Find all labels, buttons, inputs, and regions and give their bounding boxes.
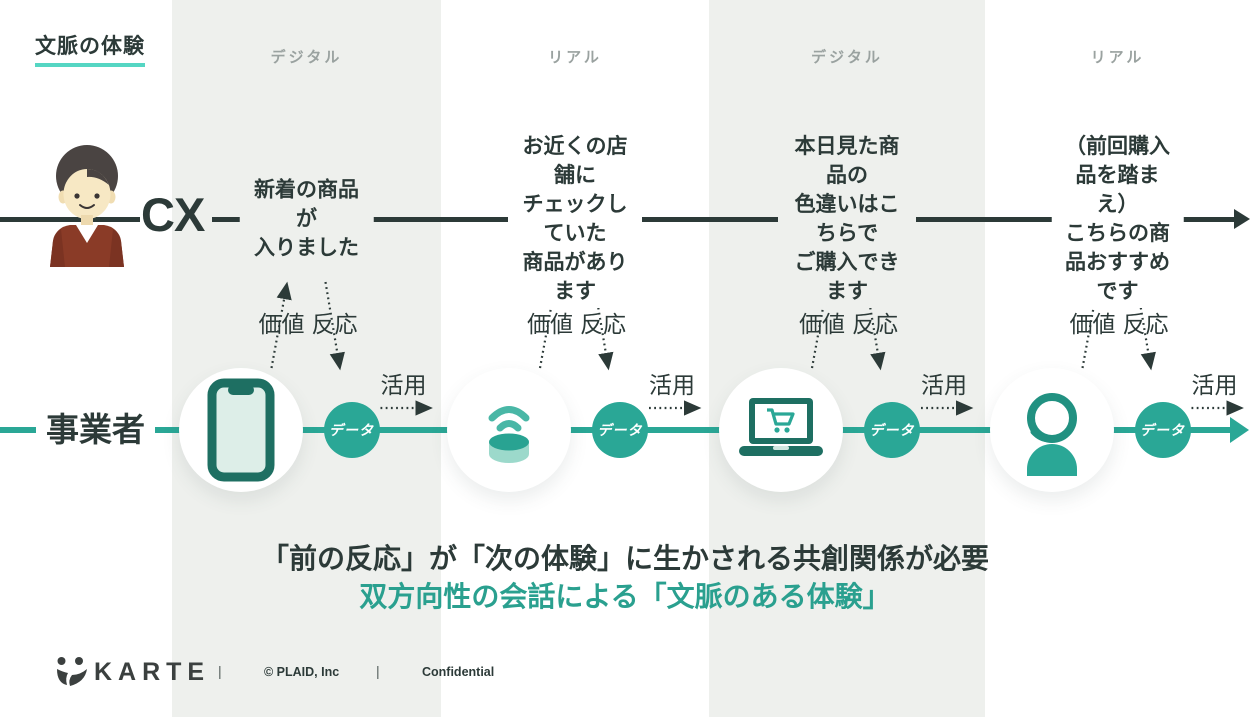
usage-label-3: 活用: [921, 372, 967, 398]
cx-timeline-arrowhead: [1234, 209, 1250, 229]
footer-separator: |: [376, 663, 380, 679]
reaction-label-1: 反応: [311, 311, 358, 337]
value-label-1: 価値: [258, 311, 305, 337]
business-timeline-arrowhead: [1230, 417, 1249, 443]
touchpoint-circle-smartphone: [178, 368, 303, 492]
cx-message-1: 新着の商品が 入りました: [239, 173, 374, 265]
cx-message-4: （前回購入品を踏まえ） こちらの商品おすすめ です: [1051, 130, 1184, 308]
customer-avatar: [50, 145, 124, 267]
column-band-digital-1: [172, 0, 441, 717]
footer-separator: |: [218, 663, 222, 679]
arrows-col-4: [1081, 281, 1244, 416]
column-4-header: リアル: [1090, 49, 1145, 66]
cx-timeline-segment-left: [0, 217, 140, 222]
column-1-header: デジタル: [270, 49, 343, 66]
column-3-digital: デジタル 本日見た商品の 色違いはこちらで ご購入できます 価値 反応 活用 デ…: [709, 0, 985, 717]
karte-wordmark: KARTE: [94, 658, 211, 686]
touchpoint-circle-beacon: [447, 368, 571, 492]
cx-message-3: 本日見た商品の 色違いはこちらで ご購入できます: [778, 130, 916, 308]
cx-row-label: CX: [141, 188, 205, 241]
data-badge-2: データ: [592, 402, 648, 458]
reaction-arrow: [1135, 281, 1156, 371]
arrows-col-3: [810, 281, 974, 416]
value-label-3: 価値: [799, 311, 845, 337]
value-arrow: [538, 281, 561, 369]
support-agent-icon: [1026, 393, 1077, 476]
reaction-arrow: [864, 281, 886, 371]
data-badge-3: データ: [864, 402, 920, 458]
value-label-4: 価値: [1069, 311, 1116, 337]
reaction-arrow: [324, 281, 345, 371]
value-arrow: [810, 281, 833, 369]
reaction-label-3: 反応: [852, 311, 898, 337]
touchpoint-circle-laptop: [719, 368, 843, 492]
column-4-real: リアル （前回購入品を踏まえ） こちらの商品おすすめ です 価値 反応 活用 デ…: [985, 0, 1250, 717]
beacon-icon: [488, 406, 530, 463]
data-badge-4: データ: [1134, 402, 1191, 458]
cx-timeline-segment-main: [212, 217, 1236, 222]
reaction-label-2: 反応: [580, 311, 626, 337]
footer-confidential: Confidential: [422, 665, 495, 679]
reaction-arrow: [592, 281, 614, 371]
column-2-real: リアル お近くの店舗に チェックしていた 商品があります 価値 反応 活用 デー…: [441, 0, 709, 717]
column-2-header: リアル: [548, 49, 602, 66]
usage-label-1: 活用: [380, 372, 427, 398]
arrows-col-1: [270, 281, 433, 416]
summary-line-1: 「前の反応」が「次の体験」に生かされる共創関係が必要: [260, 543, 989, 574]
column-3-header: デジタル: [811, 49, 883, 66]
smartphone-icon: [207, 378, 274, 482]
business-row-label: 事業者: [36, 403, 155, 451]
summary-line-2: 双方向性の会話による「文脈のある体験」: [359, 581, 891, 612]
touchpoint-circle-agent: [989, 368, 1114, 492]
cx-message-2: お近くの店舗に チェックしていた 商品があります: [508, 130, 642, 308]
column-band-digital-2: [709, 0, 985, 717]
value-arrow: [1081, 281, 1103, 369]
laptop-cart-icon: [739, 398, 823, 456]
value-label-2: 価値: [527, 311, 573, 337]
data-badge-1: データ: [323, 402, 380, 458]
footer-copyright: © PLAID, Inc: [264, 665, 340, 679]
column-1-digital: デジタル 新着の商品が 入りました 価値 反応 活用 データ: [172, 0, 441, 717]
karte-logo-icon: [57, 657, 87, 686]
usage-label-4: 活用: [1191, 372, 1238, 398]
value-arrow: [270, 281, 292, 369]
usage-label-2: 活用: [649, 372, 695, 398]
page-title: 文脈の体験: [35, 30, 145, 67]
arrows-col-2: [538, 281, 702, 416]
reaction-label-4: 反応: [1122, 311, 1169, 337]
